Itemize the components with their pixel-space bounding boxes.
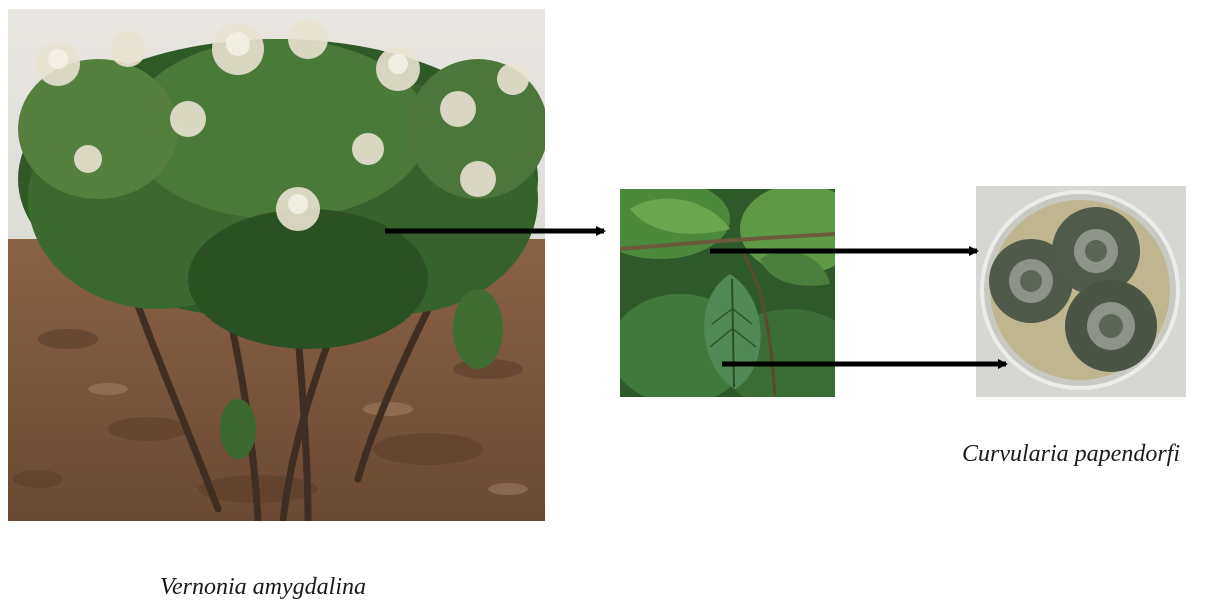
- plant-species-caption: Vernonia amygdalina: [160, 574, 366, 601]
- plant-shrub-illustration: [8, 9, 545, 521]
- leaf-closeup-illustration: [620, 189, 835, 397]
- plant-shrub-photo: [8, 9, 545, 521]
- fungus-species-caption: Curvularia papendorfi: [962, 441, 1180, 468]
- petri-dish-culture-photo: [976, 186, 1186, 397]
- petri-dish-illustration: [976, 186, 1186, 397]
- leaf-closeup-photo: [620, 189, 835, 397]
